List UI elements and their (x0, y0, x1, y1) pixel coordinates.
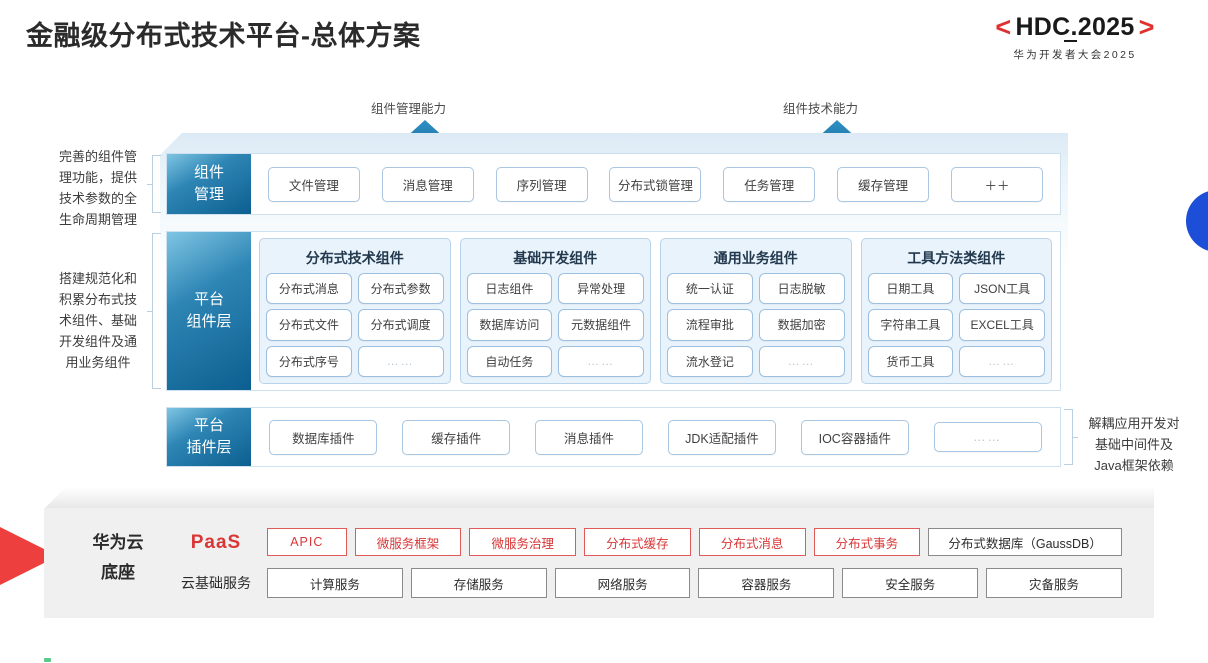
base-chip-storage-service[interactable]: 存储服务 (410, 568, 547, 598)
chip-sequence-mgmt[interactable]: 序列管理 (495, 166, 588, 202)
base-chip-network-service[interactable]: 网络服务 (554, 568, 691, 598)
group-distributed-tech: 分布式技术组件 分布式消息 分布式参数 分布式文件 分布式调度 分布式序号 …… (259, 238, 451, 384)
base-chip-apic[interactable]: APIC (267, 528, 347, 556)
chip-log-masking[interactable]: 日志脱敏 (758, 273, 845, 305)
base-paas-row: APIC 微服务框架 微服务治理 分布式缓存 分布式消息 分布式事务 分布式数据… (267, 528, 1122, 556)
chip-cache-mgmt[interactable]: 缓存管理 (837, 166, 930, 202)
chip-date-tool[interactable]: 日期工具 (867, 273, 954, 305)
base-chip-distributed-transaction[interactable]: 分布式事务 (813, 528, 921, 556)
base-chip-container-service[interactable]: 容器服务 (698, 568, 835, 598)
chip-distributed-file[interactable]: 分布式文件 (266, 309, 352, 341)
chip-task-mgmt[interactable]: 任务管理 (723, 166, 816, 202)
chip-currency-tool[interactable]: 货币工具 (867, 345, 954, 377)
capability-label-component-tech: 组件技术能力 (783, 102, 859, 116)
chip-distributed-lock-mgmt[interactable]: 分布式锁管理 (609, 166, 702, 202)
layer-label-plugin: 平台插件层 (167, 408, 251, 466)
layer-body-component-management: 文件管理 消息管理 序列管理 分布式锁管理 任务管理 缓存管理 ＋＋ (251, 154, 1060, 214)
chip-distributed-more[interactable]: …… (357, 345, 444, 377)
hdc-logo: < HDC.2025 > 华为开发者大会2025 (960, 14, 1190, 62)
chip-tool-methods-more[interactable]: …… (959, 345, 1045, 377)
chip-db-access[interactable]: 数据库访问 (466, 309, 553, 341)
base-chip-dr-service[interactable]: 灾备服务 (986, 568, 1122, 598)
group-grid-tool-methods: 日期工具 JSON工具 字符串工具 EXCEL工具 货币工具 …… (867, 273, 1045, 377)
layer-component-management: 组件管理 文件管理 消息管理 序列管理 分布式锁管理 任务管理 缓存管理 ＋＋ (166, 153, 1061, 215)
base-chip-security-service[interactable]: 安全服务 (842, 568, 979, 598)
chip-jdk-adapter-plugin[interactable]: JDK适配插件 (667, 419, 776, 455)
chip-common-business-more[interactable]: …… (758, 345, 845, 377)
chip-json-tool[interactable]: JSON工具 (959, 273, 1045, 305)
chip-metadata-component[interactable]: 元数据组件 (558, 309, 644, 341)
chip-string-tool[interactable]: 字符串工具 (867, 309, 954, 341)
base-chip-microservice-governance[interactable]: 微服务治理 (469, 528, 577, 556)
group-title-distributed-tech: 分布式技术组件 (305, 250, 404, 266)
chip-distributed-schedule[interactable]: 分布式调度 (357, 309, 444, 341)
group-grid-basic-dev: 日志组件 异常处理 数据库访问 元数据组件 自动任务 …… (466, 273, 644, 377)
bracket-platform-components (147, 233, 161, 389)
chip-auto-task[interactable]: 自动任务 (466, 345, 553, 377)
chip-plugin-more[interactable]: …… (933, 422, 1042, 452)
base-chip-distributed-cache[interactable]: 分布式缓存 (584, 528, 691, 556)
group-tool-methods: 工具方法类组件 日期工具 JSON工具 字符串工具 EXCEL工具 货币工具 …… (860, 238, 1052, 384)
layer-platform-components: 平台组件层 分布式技术组件 分布式消息 分布式参数 分布式文件 分布式调度 分布… (166, 231, 1061, 391)
logo-bracket-right-icon: > (1138, 12, 1155, 42)
chip-data-encryption[interactable]: 数据加密 (758, 309, 845, 341)
chip-message-plugin[interactable]: 消息插件 (535, 419, 644, 455)
chip-unified-auth[interactable]: 统一认证 (667, 273, 753, 305)
group-basic-dev: 基础开发组件 日志组件 异常处理 数据库访问 元数据组件 自动任务 …… (459, 238, 651, 384)
chip-process-approval[interactable]: 流程审批 (667, 309, 753, 341)
layer-label-component-management: 组件管理 (167, 154, 251, 214)
group-title-common-business: 通用业务组件 (713, 250, 798, 266)
group-title-basic-dev: 基础开发组件 (513, 250, 598, 266)
chip-distributed-serial[interactable]: 分布式序号 (266, 345, 352, 377)
page-title: 金融级分布式技术平台-总体方案 (26, 21, 421, 51)
group-grid-distributed-tech: 分布式消息 分布式参数 分布式文件 分布式调度 分布式序号 …… (266, 273, 444, 377)
chip-excel-tool[interactable]: EXCEL工具 (959, 309, 1045, 341)
bracket-component-mgmt (147, 155, 161, 213)
base-chip-compute-service[interactable]: 计算服务 (267, 568, 403, 598)
chip-add-more[interactable]: ＋＋ (950, 166, 1043, 202)
chip-transaction-log[interactable]: 流水登记 (667, 345, 753, 377)
chip-log-component[interactable]: 日志组件 (466, 273, 553, 305)
logo-bracket-left-icon: < (995, 12, 1012, 42)
layer-body-platform-components: 分布式技术组件 分布式消息 分布式参数 分布式文件 分布式调度 分布式序号 ……… (251, 232, 1060, 390)
layer-body-plugin: 数据库插件 缓存插件 消息插件 JDK适配插件 IOC容器插件 …… (251, 408, 1060, 466)
blue-circle-decoration (1186, 190, 1208, 252)
capability-label-component-mgmt: 组件管理能力 (371, 102, 447, 116)
base-infra-label: 云基础服务 (181, 575, 251, 591)
group-grid-common-business: 统一认证 日志脱敏 流程审批 数据加密 流水登记 …… (667, 273, 845, 377)
chip-db-plugin[interactable]: 数据库插件 (269, 419, 378, 455)
note-platform-components: 搭建规范化和积累分布式技术组件、基础开发组件及通用业务组件 (58, 271, 137, 371)
chip-exception-handling[interactable]: 异常处理 (558, 273, 644, 305)
chip-cache-plugin[interactable]: 缓存插件 (402, 419, 511, 455)
base-chip-microservice-framework[interactable]: 微服务框架 (354, 528, 462, 556)
layer-plugin: 平台插件层 数据库插件 缓存插件 消息插件 JDK适配插件 IOC容器插件 …… (166, 407, 1061, 467)
base-paas-label: PaaS (190, 532, 242, 553)
chip-file-mgmt[interactable]: 文件管理 (267, 166, 360, 202)
chip-basic-dev-more[interactable]: …… (558, 345, 644, 377)
chip-distributed-message[interactable]: 分布式消息 (266, 273, 352, 305)
logo-subtitle: 华为开发者大会2025 (1013, 49, 1137, 61)
base-chip-distributed-database[interactable]: 分布式数据库（GaussDB） (928, 528, 1122, 556)
note-component-mgmt: 完善的组件管理功能，提供技术参数的全生命周期管理 (58, 149, 137, 228)
logo-text: HDC.2025 (1015, 13, 1135, 42)
base-title: 华为云底座 (92, 533, 144, 582)
group-common-business: 通用业务组件 统一认证 日志脱敏 流程审批 数据加密 流水登记 …… (660, 238, 852, 384)
bracket-plugin (1064, 409, 1078, 465)
base-panel (44, 508, 1154, 618)
group-title-tool-methods: 工具方法类组件 (907, 250, 1006, 266)
base-panel-top-bevel (44, 487, 1154, 509)
base-infra-row: 计算服务 存储服务 网络服务 容器服务 安全服务 灾备服务 (267, 568, 1122, 598)
layer-label-platform-components: 平台组件层 (167, 232, 251, 390)
green-dot-decoration (44, 658, 51, 662)
chip-message-mgmt[interactable]: 消息管理 (381, 166, 474, 202)
chip-distributed-param[interactable]: 分布式参数 (357, 273, 444, 305)
chip-ioc-container-plugin[interactable]: IOC容器插件 (800, 419, 909, 455)
base-chip-distributed-message[interactable]: 分布式消息 (698, 528, 806, 556)
